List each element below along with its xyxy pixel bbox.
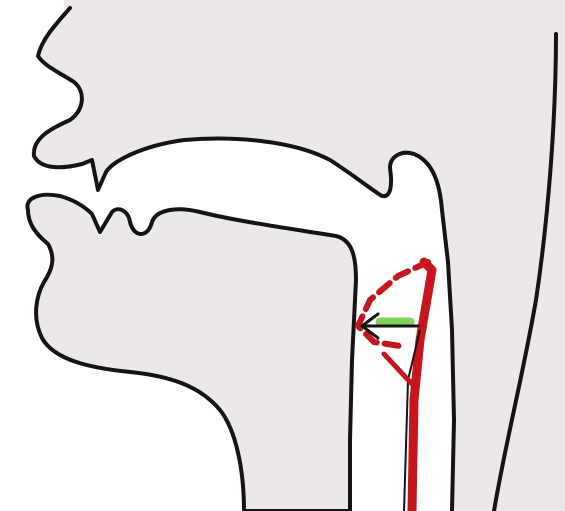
vocal-tract-diagram: [0, 0, 565, 511]
vocal-tract-svg: [0, 0, 565, 511]
